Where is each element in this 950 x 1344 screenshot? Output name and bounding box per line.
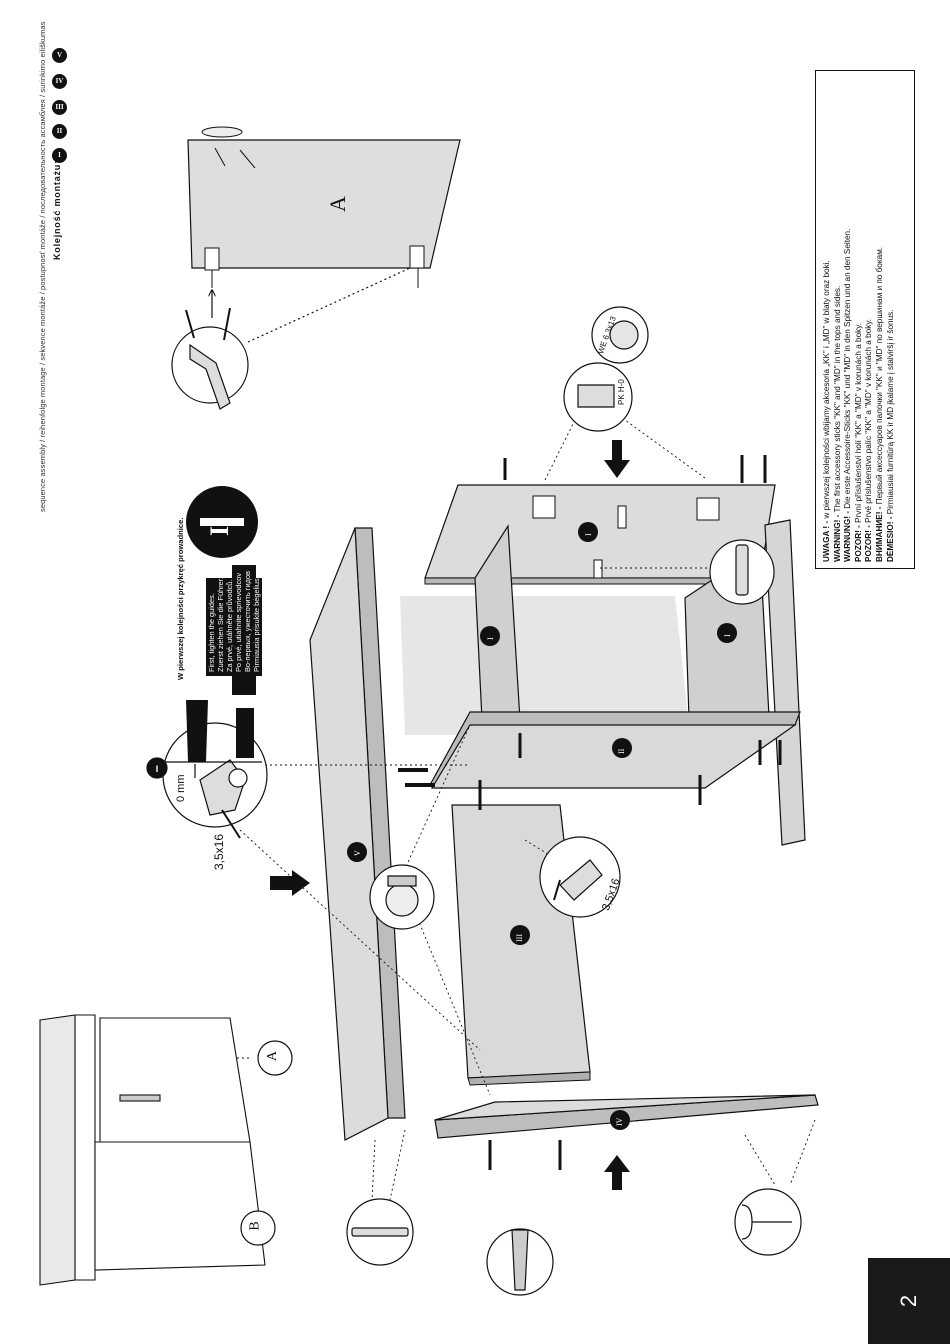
instruction-line: Za prvé, utáhněte průvodců. [225,579,234,672]
hinge-screw-detail [539,836,621,918]
panel-a-drawing [187,126,461,288]
instruction-line: Zuerst ziehen Sie die Führer. [216,577,225,672]
screw-icons [398,455,782,1170]
panel-markers [347,522,737,1130]
panel-label-ii: II [617,748,626,754]
instruction-lines: First, tighten the guides. Zuerst ziehen… [206,571,262,676]
zero-mm-label: 0 mm [175,774,187,803]
svg-text:I: I [156,764,159,774]
warning-line: WARNING! - The first accessory sticks "K… [832,285,842,562]
panel-label-i-1: I [584,533,593,536]
warning-box [815,70,915,569]
instruction-line: First, tighten the guides. [207,593,216,672]
warning-line: UWAGA ! - w pierwszej kolejności wbijamy… [822,260,831,562]
warning-text: UWAGA ! - w pierwszej kolejności wbijamy… [822,229,896,562]
panel-a-letter: A [325,196,350,212]
step-badge-II: II [52,124,67,139]
guide-detail-circle [171,267,411,410]
panel-label-i-3: I [723,634,732,637]
dowel-detail [709,539,775,605]
direction-arrows [270,440,630,1190]
pk-label: PK H-0 [617,379,626,405]
warning-line: POZOR! - Prvé príslušenstvo palíc "KK" a… [864,318,874,562]
step-badge-V: V [52,48,67,63]
bottom-hardware-details [346,1188,802,1296]
back-panel [400,596,690,735]
panel-label-v: V [353,850,362,856]
step-badge-III: III [52,100,67,115]
warning-line: WARNUNG! - Die erste Accessoire-Sticks "… [843,228,853,562]
screw-size-label: 3,5x16 [212,833,226,870]
cam-fitting-detail [369,864,435,930]
page-number-tab [868,1258,950,1344]
callout-letter-a: A [265,1050,281,1062]
callout-circles [240,1040,293,1246]
panel-label-iii: III [515,934,524,942]
assembled-cabinet-sketch [39,1014,266,1286]
panel-v-drawing [309,527,406,1141]
hinge-plate-detail [563,306,649,432]
instruction-title: W pierwszej kolejności przykręć prowadni… [176,517,185,680]
warning-line: ВНИМАНИЕ! - Первый аксессуаров палочки "… [874,246,884,562]
callout-letter-b: B [247,1221,263,1231]
warning-line: DĖMESIO! - Pirmiausiai furnitūrą KK ir M… [885,309,895,562]
instruction-line: Pirmiausia prisukite bėgelius [252,578,261,672]
instruction-line: Po prvé, utiahnite sprievodcov [234,572,243,672]
instruction-step-label: I [205,525,234,536]
step-badge-IV: IV [52,74,67,89]
page-number: 2 [896,1294,921,1308]
panel-label-iv: IV [615,1117,624,1126]
step-badge-I: I [52,148,67,163]
panel-label-i-2: I [486,637,495,640]
instruction-line: Во-первых, ужесточить гидов [243,571,252,672]
warning-line: POZOR! - První příslušenství holí "KK" a… [853,323,863,562]
